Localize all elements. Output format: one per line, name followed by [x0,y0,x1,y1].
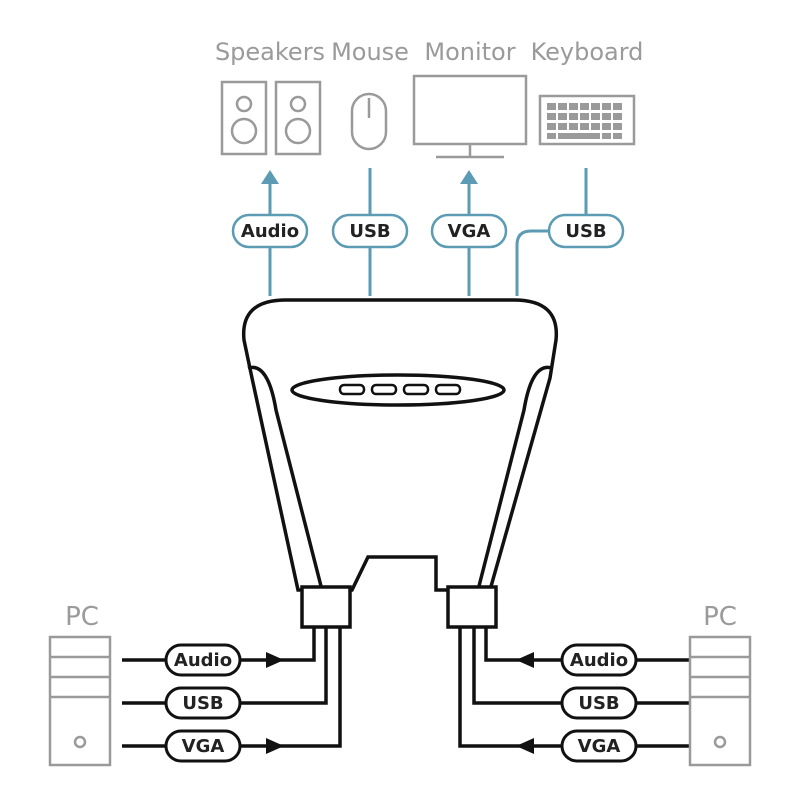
right-vga-port: VGA [560,729,638,763]
speakers-icon [220,80,322,156]
right-pc-tower-icon [688,635,752,767]
audio-out-port: Audio [231,213,309,249]
keyboard-icon [538,94,636,146]
left-vga-port: VGA [164,729,242,763]
top-cables [261,168,588,296]
left-usb-label: USB [182,693,223,714]
left-vga-label: VGA [182,736,225,757]
usb-mouse-label: USB [349,221,390,242]
right-usb-port: USB [560,686,638,720]
right-connector [446,585,498,629]
right-vga-label: VGA [578,736,621,757]
led-indicator-3 [402,383,430,396]
left-audio-label: Audio [174,650,232,671]
right-audio-label: Audio [570,650,628,671]
usb-keyboard-port: USB [547,213,625,249]
usb-keyboard-label: USB [565,221,606,242]
right-audio-port: Audio [560,643,638,677]
keyboard-label: Keyboard [531,38,644,66]
left-audio-port: Audio [164,643,242,677]
mouse-icon [350,92,388,151]
left-connector [300,585,352,629]
right-usb-label: USB [578,693,619,714]
led-indicator-2 [370,383,398,396]
mouse-label: Mouse [331,38,409,66]
monitor-icon [412,74,528,159]
left-usb-port: USB [164,686,242,720]
usb-mouse-port: USB [331,213,409,249]
left-pc-tower-icon [48,635,112,767]
monitor-label: Monitor [424,38,515,66]
kvm-switch [241,298,559,592]
speakers-label: Speakers [215,38,325,66]
vga-out-label: VGA [448,221,491,242]
vga-out-port: VGA [430,213,508,249]
audio-out-label: Audio [241,221,299,242]
left-pc-label: PC [65,602,99,632]
led-indicator-4 [434,383,462,396]
led-indicator-1 [338,383,366,396]
right-pc-label: PC [703,602,737,632]
